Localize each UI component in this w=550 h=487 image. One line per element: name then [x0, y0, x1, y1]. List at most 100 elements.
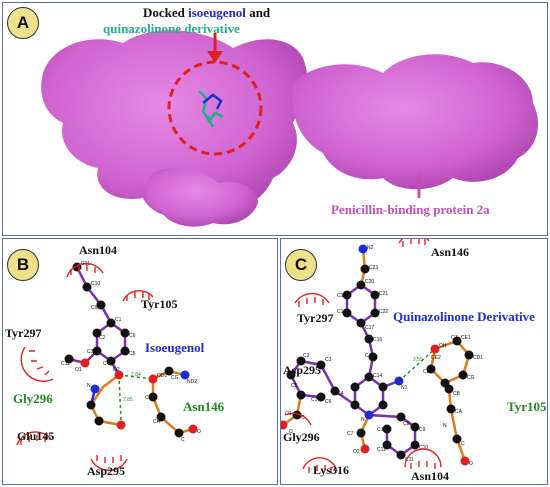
atom-label: CD1	[473, 355, 483, 361]
atom-label: C14	[373, 373, 382, 379]
title-and: and	[249, 5, 271, 20]
surface-lobe-bottom	[145, 167, 258, 227]
atom-label: CA	[153, 419, 161, 425]
atom-label: CZ	[451, 335, 458, 341]
panel-c-frame: N2 C23 C20 C21 C19 C22 C18 C17 C16 C15 C…	[280, 238, 548, 485]
atom-label: OD1	[157, 373, 168, 379]
atom-label: C16	[373, 337, 382, 343]
atom-label: O2	[113, 367, 120, 373]
hbond-2	[118, 374, 122, 422]
atom-label: ND2	[187, 379, 197, 385]
residue-asn104: Asn104	[79, 243, 118, 257]
protein-arrow-head	[412, 173, 426, 185]
atom-label: C4	[337, 391, 344, 397]
atom-label: C9	[419, 427, 426, 433]
residue-tyr105: Tyr105	[141, 297, 178, 311]
atom-label: C6	[129, 333, 136, 339]
atom-label: CA	[455, 409, 463, 415]
atom-label: N	[443, 423, 447, 429]
atom-label: OH	[439, 343, 447, 349]
atom-label: C15	[365, 353, 374, 359]
panel-b-badge: B	[7, 249, 39, 281]
docked-title-line2: quinazolinone derivative	[103, 21, 240, 36]
atom-label: C23	[369, 265, 378, 271]
atom-label: C6	[325, 399, 332, 405]
atom-label: C7	[347, 431, 354, 437]
residue-asp295-c: Asp295	[283, 363, 322, 377]
title-docked: Docked	[143, 5, 185, 20]
panel-a-frame: A Docked isoeugenol and quinazolinone de…	[2, 2, 548, 236]
atom-label: O	[469, 461, 473, 467]
hydrophobic-arcs-b	[16, 262, 154, 471]
ligand-name-isoeugenol: Isoeugenol	[145, 340, 205, 355]
distance-1: 2.84	[131, 372, 141, 378]
atom-label: C11	[405, 457, 414, 463]
residue-tyr297-c: Tyr297	[297, 311, 334, 325]
atom-label: C1	[115, 317, 122, 323]
atom-label: C21	[379, 291, 388, 297]
atom-label: C	[181, 437, 185, 443]
ligand-name-quinazolinone: Quinazolinone Derivative	[393, 309, 535, 324]
panel-a-badge: A	[7, 7, 39, 39]
atom-label: C22	[379, 309, 388, 315]
atom-label: C10	[419, 445, 428, 451]
atom-label: C5	[129, 351, 136, 357]
protein-label: Penicillin-binding protein 2a	[331, 202, 490, 217]
atom-label: C17	[365, 325, 374, 331]
docked-title-line1: Docked isoeugenol and	[143, 5, 270, 21]
surface-lobe-right	[292, 54, 538, 190]
residue-tyr297: Tyr297	[5, 326, 42, 340]
atom-label: C19	[337, 293, 346, 299]
title-isoeugenol: isoeugenol	[188, 5, 246, 20]
atom-label: C5	[291, 383, 298, 389]
panel-c-atoms	[281, 244, 474, 466]
atom-label: CG	[171, 375, 179, 381]
residue-asp295: Asp295	[87, 464, 126, 478]
residue-asn146: Asn146	[183, 399, 225, 414]
residue-glu145: Glu145	[17, 429, 55, 443]
atom-label: C2	[303, 353, 310, 359]
atom-label: CE1	[461, 335, 471, 341]
residue-asn104-c: Asn104	[411, 469, 450, 483]
atom-label: C18	[337, 309, 346, 315]
atom-label: O1	[75, 367, 82, 373]
atom-label: C12	[61, 361, 70, 367]
binding-site-circle	[167, 60, 263, 156]
atom-label: C	[461, 441, 465, 447]
surface-lobe-left	[41, 30, 308, 217]
atom-label: N1	[401, 385, 408, 391]
residue-gly296-c: Gly296	[283, 430, 320, 444]
hydrophobic-arcs-c	[284, 239, 442, 473]
atom-label: C	[301, 415, 305, 421]
panel-c-atom-labels: N2 C23 C20 C21 C19 C22 C18 C17 C16 C15 C…	[285, 245, 483, 467]
atom-label: C13	[377, 427, 386, 433]
atom-label: C12	[377, 447, 386, 453]
distance-3: 2.55	[413, 357, 423, 363]
atom-label: C2	[99, 335, 106, 341]
atom-label: C20	[365, 279, 374, 285]
docked-ligands	[198, 90, 224, 128]
atom-label: C8	[403, 421, 410, 427]
atom-label: C3	[87, 349, 94, 355]
atom-label: CE2	[431, 355, 441, 361]
atom-label: C3	[325, 357, 332, 363]
residue-asn146-c: Asn146	[431, 245, 470, 259]
atom-label: C1	[311, 397, 318, 403]
atom-label: CB	[145, 395, 153, 401]
site-arrow-head	[207, 51, 223, 63]
atom-label: N	[361, 417, 365, 423]
atom-label: C10	[91, 281, 100, 287]
residue-tyr105-c: Tyr105	[507, 399, 547, 414]
residue-gly296: Gly296	[13, 391, 53, 406]
protein-surface	[41, 30, 538, 227]
atom-label: CD2	[423, 369, 433, 375]
atom-label: O	[197, 429, 201, 435]
residue-lys316-c: Lys316	[313, 463, 350, 477]
atom-label: O2	[353, 449, 360, 455]
panel-b-frame: C11 C10 C9 C1 C6 C2 C5 C3 C4 C12 O1 O2 O…	[2, 238, 278, 485]
distance-2: 2.85	[123, 397, 133, 403]
atom-label: CB	[453, 391, 461, 397]
atom-label: O	[289, 429, 293, 435]
atom-label: C4	[103, 361, 110, 367]
